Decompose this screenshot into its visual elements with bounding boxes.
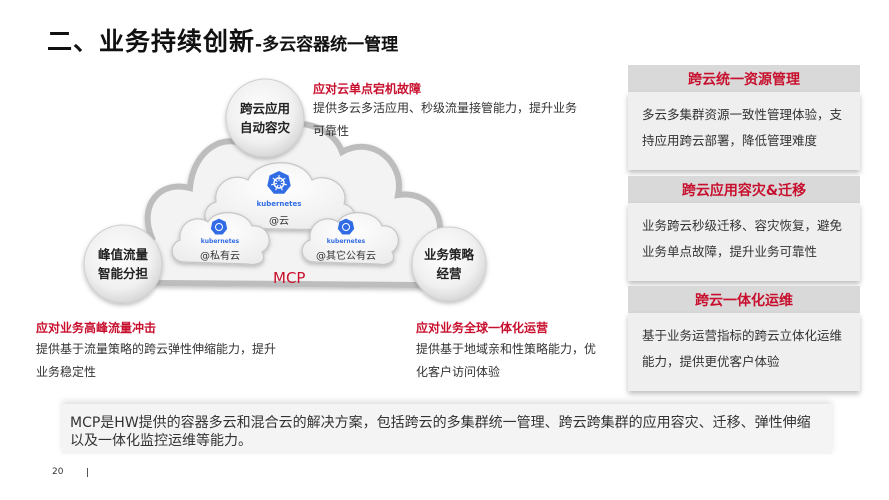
cloud-left-shape	[171, 212, 270, 266]
page-number: 20	[52, 467, 64, 477]
panel-3-title: 跨云一体化运维	[628, 286, 860, 313]
kubernetes-icon-left	[210, 218, 228, 235]
circle-top	[225, 78, 305, 158]
panel-2-text: 业务跨云秒级迁移、容灾恢复，避免业务单点故障，提升业务可靠性	[628, 203, 860, 281]
cloud-right-shape	[301, 212, 399, 266]
callout-left-text: 提供基于流量策略的跨云弹性伸缩能力，提升业务稳定性	[36, 342, 277, 379]
page-title: 二、业务持续创新-多云容器统一管理	[47, 22, 398, 58]
callout-left-title: 应对业务高峰流量冲击	[36, 321, 157, 335]
callout-top-title: 应对云单点宕机故障	[313, 82, 422, 96]
kubernetes-icon-main	[267, 171, 291, 194]
cloud-main-logo-text: kubernetes	[256, 200, 302, 208]
panel-1-text: 多云多集群资源一致性管理体验，支持应用跨云部署，降低管理难度	[628, 92, 860, 170]
summary-box	[62, 404, 832, 454]
cloud-main-label: @云	[269, 216, 289, 227]
cloud-right-logo-text: kubernetes	[326, 238, 366, 245]
cloud-left-logo-text: kubernetes	[200, 238, 240, 245]
kubernetes-icon-right	[337, 218, 355, 235]
panel-1-title: 跨云统一资源管理	[628, 65, 860, 92]
mcp-diagram	[83, 78, 487, 304]
summary-text: MCP是HW提供的容器多云和混合云的解决方案，包括跨云的多集群统一管理、跨云跨集…	[70, 415, 811, 449]
panel-3-text: 基于业务运营指标的跨云立体化运维能力，提供更优客户体验	[628, 313, 860, 391]
title-main: 二、业务持续创新	[47, 27, 256, 56]
circle-right-label: 业务策略经营	[423, 247, 474, 281]
circle-right	[411, 226, 487, 302]
callout-right-title: 应对业务全球一体化运营	[416, 321, 549, 335]
cloud-right-label: @其它公有云	[316, 251, 376, 262]
page-separator	[87, 468, 88, 477]
cloud-main-shape	[204, 162, 356, 231]
callout-right-text: 提供基于地域亲和性策略能力，优化客户访问体验	[416, 342, 597, 379]
mcp-label: MCP	[273, 269, 306, 287]
panel-2-title: 跨云应用容灾&迁移	[628, 176, 860, 203]
cloud-left-label: @私有云	[200, 251, 240, 262]
circle-left	[83, 224, 163, 304]
circle-top-label: 跨云应用自动容灾	[239, 101, 290, 135]
callout-top-text: 提供多云多活应用、秒级流量接管能力，提升业务可靠性	[313, 101, 578, 138]
circle-left-label: 峰值流量智能分担	[97, 247, 148, 281]
title-sub: -多云容器统一管理	[255, 35, 399, 55]
